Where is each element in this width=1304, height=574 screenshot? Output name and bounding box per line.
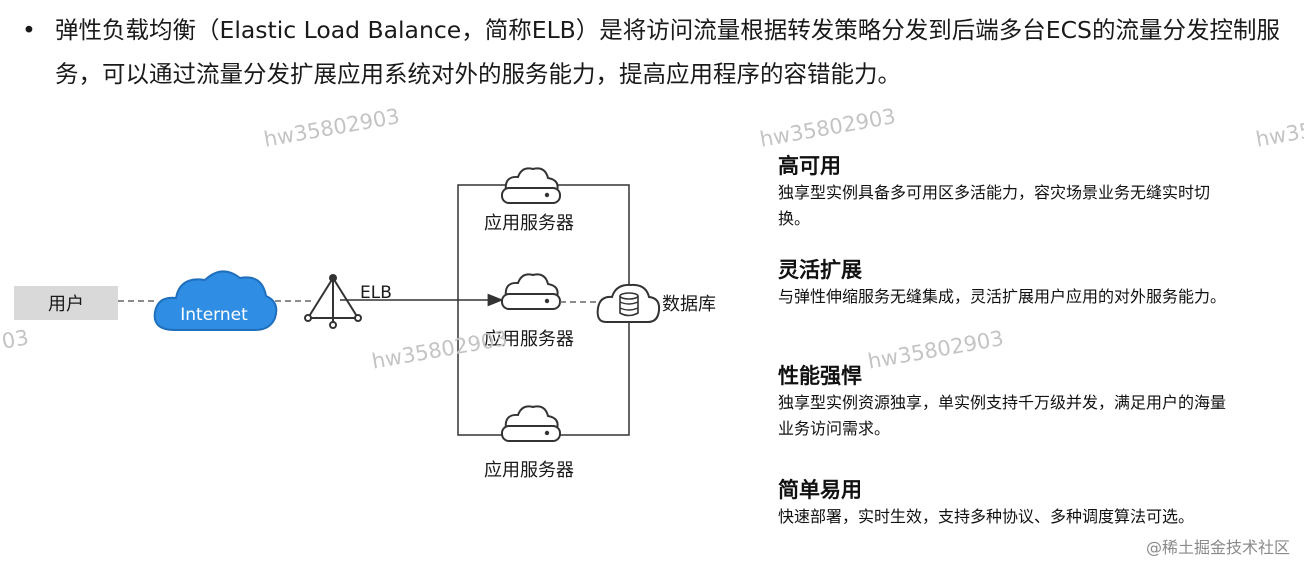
server-icon [501,167,561,204]
internet-label: Internet [180,305,248,325]
feature-description: 独享型实例资源独享，单实例支持千万级并发，满足用户的海量业务访问需求。 [778,393,1227,438]
feature-description: 独享型实例具备多可用区多活能力，容灾场景业务无缝实时切换。 [778,183,1211,228]
server-label-3: 应用服务器 [484,460,574,481]
server-icon [501,273,561,310]
feature-high-performance: 性能强悍 独享型实例资源独享，单实例支持千万级并发，满足用户的海量业务访问需求。 [778,362,1248,442]
elb-label: ELB [360,283,392,303]
elb-icon [304,274,362,329]
feature-title: 灵活扩展 [778,258,862,282]
intro-text: 弹性负载均衡（Elastic Load Balance，简称ELB）是将访问流量… [55,16,1280,88]
user-node: 用户 [14,286,118,320]
server-icon [501,405,561,442]
feature-ease-of-use: 简单易用 快速部署，实时生效，支持多种协议、多种调度算法可选。 [778,476,1248,530]
feature-high-availability: 高可用 独享型实例具备多可用区多活能力，容灾场景业务无缝实时切换。 [778,152,1248,232]
feature-title: 高可用 [778,154,841,178]
user-label: 用户 [48,294,84,315]
feature-flexible-scaling: 灵活扩展 与弹性伸缩服务无缝集成，灵活扩展用户应用的对外服务能力。 [778,256,1248,310]
internet-cloud-icon: Internet [153,270,278,331]
server-label-2: 应用服务器 [484,329,574,350]
database-label: 数据库 [662,294,716,315]
feature-title: 性能强悍 [778,364,862,388]
feature-description: 快速部署，实时生效，支持多种协议、多种调度算法可选。 [778,507,1195,526]
site-watermark: @稀土掘金技术社区 [1145,538,1290,557]
feature-description: 与弹性伸缩服务无缝集成，灵活扩展用户应用的对外服务能力。 [778,287,1227,306]
bullet-marker: • [22,16,36,44]
watermark: 03 [0,325,31,354]
database-icon [596,283,661,323]
feature-title: 简单易用 [778,478,862,502]
server-label-1: 应用服务器 [484,213,574,234]
